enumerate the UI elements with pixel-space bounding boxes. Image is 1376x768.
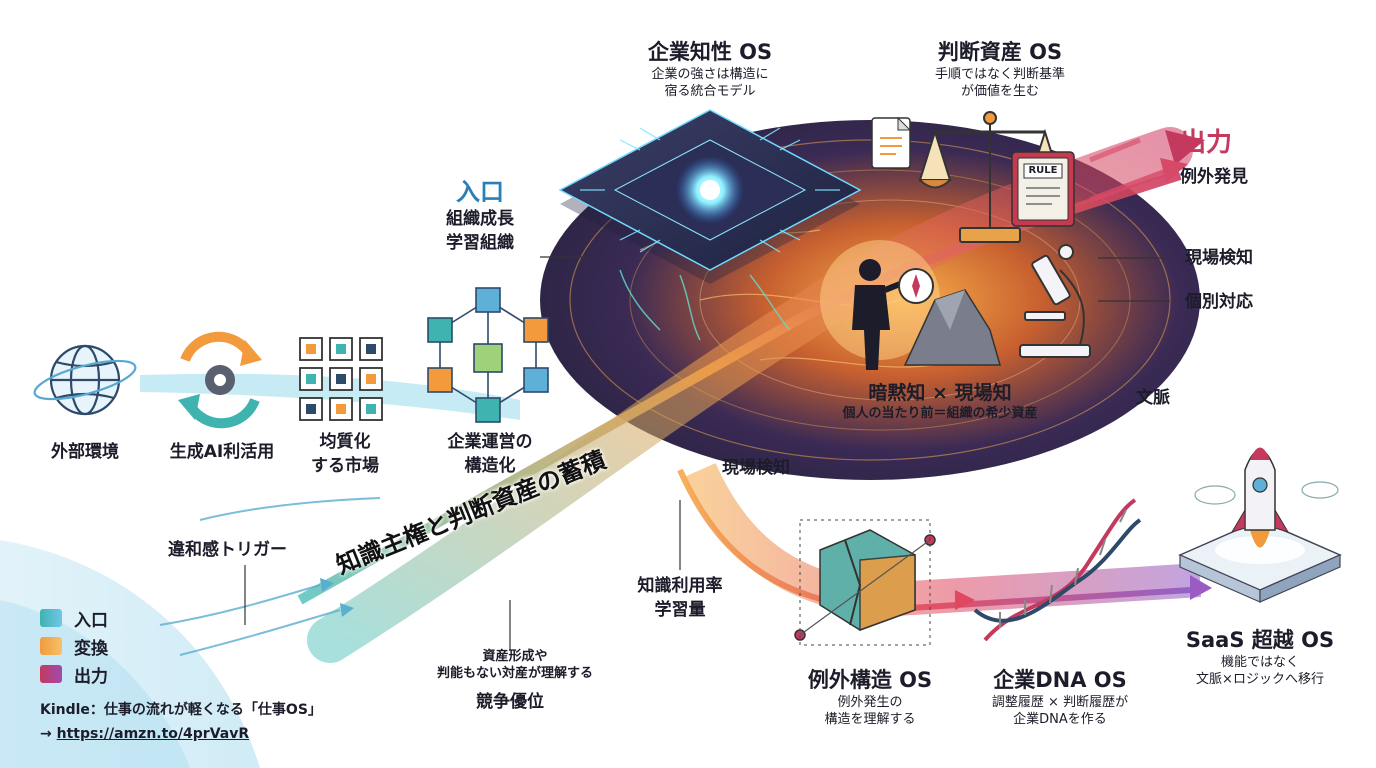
os-beyond-saas: SaaS 超越 OS 機能ではなく 文脈×ロジックへ移行 <box>1160 624 1360 688</box>
os-desc-line: が価値を生む <box>960 84 1039 99</box>
output-item-exception: 例外発見 <box>1180 167 1248 187</box>
os-title: 企業知性 OS <box>647 40 773 64</box>
os-title: 企業DNA OS <box>993 668 1127 692</box>
output-item-individual-response: 個別対応 <box>1185 292 1253 312</box>
broken-cube-icon <box>794 519 936 646</box>
document-icon <box>871 116 912 169</box>
entrance-block: 入口 組織成長 学習組織 <box>420 172 540 255</box>
legend: 入口 変換 出力 <box>40 604 108 688</box>
globe-icon <box>33 344 137 416</box>
entrance-title: 入口 <box>456 178 504 206</box>
microscope-icon <box>1019 244 1091 358</box>
os-corporate-intelligence: 企業知性 OS 企業の強さは構造に 宿る統合モデル <box>620 36 800 100</box>
rule-label: RULE <box>1028 165 1058 176</box>
os-desc-line: 調整履歴 × 判断履歴が <box>991 695 1129 710</box>
tacit-title: 暗黙知 × 現場知 <box>868 382 1012 404</box>
os-desc-line: 文脈×ロジックへ移行 <box>1196 672 1324 687</box>
legend-item-output: 出力 <box>40 660 108 688</box>
entrance-line: 学習組織 <box>446 233 514 253</box>
rocket-icon <box>1178 447 1342 603</box>
os-desc-line: 例外発生の <box>837 695 903 710</box>
legend-item-transform: 変換 <box>40 632 108 660</box>
flow-step-structuring: 企業運営の 構造化 <box>447 432 533 476</box>
legend-label: 変換 <box>74 638 108 659</box>
legend-label: 出力 <box>74 666 108 687</box>
os-desc-line: 手順ではなく判断基準 <box>934 67 1065 82</box>
legend-swatch <box>40 609 62 627</box>
legend-swatch <box>40 665 62 683</box>
kindle-link[interactable]: https://amzn.to/4prVavR <box>56 726 250 742</box>
output-item-site-detection: 現場検知 <box>1185 248 1253 268</box>
tacit-subtitle: 個人の当たり前＝組織の希少資産 <box>842 406 1038 421</box>
output-block: 出力 例外発見 <box>1180 122 1248 189</box>
os-title: 例外構造 OS <box>807 668 933 692</box>
rock-icon <box>903 289 1001 366</box>
annotation-competitive-advantage: 競争優位 <box>476 692 544 712</box>
os-corporate-dna: 企業DNA OS 調整履歴 × 判断履歴が 企業DNAを作る <box>970 664 1150 728</box>
os-desc-line: 機能ではなく <box>1220 655 1299 670</box>
cycle-gear-icon <box>178 331 262 429</box>
output-title: 出力 <box>1180 128 1233 158</box>
os-judgment-assets: 判断資産 OS 手順ではなく判断基準 が価値を生む <box>910 36 1090 100</box>
os-desc-line: 企業の強さは構造に <box>651 67 769 82</box>
os-title: SaaS 超越 OS <box>1185 628 1335 652</box>
annotation-site-detection: 現場検知 <box>722 458 790 478</box>
flow-step-market: 均質化 する市場 <box>311 432 379 476</box>
os-desc-line: 企業DNAを作る <box>1013 712 1107 727</box>
chip-icon <box>558 109 862 341</box>
book-icon <box>1011 151 1075 227</box>
cube-network-icon <box>427 287 549 423</box>
grid-icon <box>299 337 383 421</box>
compass-icon <box>898 268 934 304</box>
kindle-promo: Kindle：仕事の流れが軽くなる「仕事OS」 → https://amzn.t… <box>40 698 322 746</box>
os-title: 判断資産 OS <box>937 40 1063 64</box>
dna-icon <box>973 498 1142 642</box>
flow-step-external: 外部環境 <box>51 442 119 462</box>
kindle-text: Kindle：仕事の流れが軽くなる「仕事OS」 <box>40 702 322 718</box>
output-item-context: 文脈 <box>1136 388 1170 408</box>
legend-item-input: 入口 <box>40 604 108 632</box>
os-desc-line: 宿る統合モデル <box>664 84 756 99</box>
os-exception-structure: 例外構造 OS 例外発生の 構造を理解する <box>780 664 960 728</box>
legend-label: 入口 <box>74 610 108 631</box>
os-desc-line: 構造を理解する <box>824 712 916 727</box>
annotation-discomfort-trigger: 違和感トリガー <box>168 540 287 560</box>
tacit-knowledge-block: 暗黙知 × 現場知 個人の当たり前＝組織の希少資産 <box>800 378 1080 422</box>
kindle-arrow: → <box>40 726 52 742</box>
annotation-asset-formation: 資産形成や 判能もない対産が理解する <box>436 649 593 681</box>
entrance-line: 組織成長 <box>446 209 514 229</box>
legend-swatch <box>40 637 62 655</box>
flow-step-genai: 生成AI利活用 <box>169 442 275 462</box>
annotation-knowledge-usage: 知識利用率 学習量 <box>637 576 723 620</box>
